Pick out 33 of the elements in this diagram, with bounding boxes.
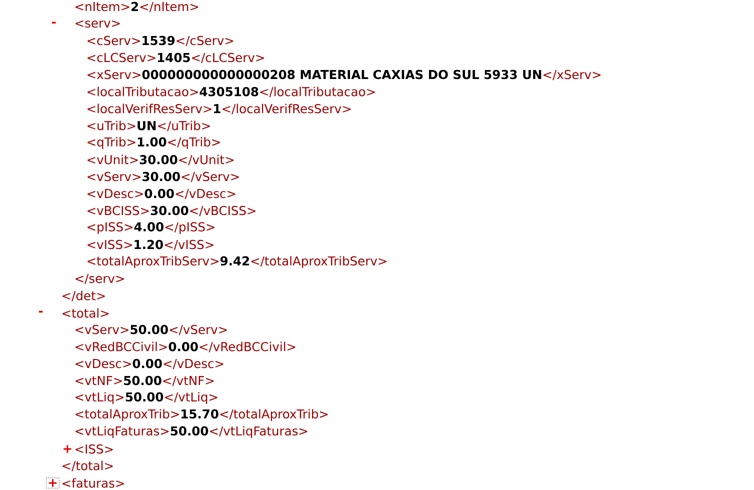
xml-line: <nItem>2</nItem> [76, 2, 198, 12]
xml-line: <ISS> [76, 444, 113, 454]
xml-line: <vDesc>0.00</vDesc> [88, 188, 236, 200]
xml-line: <vISS>1.20</vISS> [88, 240, 214, 250]
xml-line: <totalAproxTrib>15.70</totalAproxTrib> [76, 409, 328, 421]
xml-line: <vRedBCCivil>0.00</vRedBCCivil> [76, 342, 296, 352]
xml-line: <total> [62, 308, 109, 318]
xml-line: <serv> [76, 20, 120, 28]
xml-line: <vtLiqFaturas>50.00</vtLiqFaturas> [76, 426, 308, 438]
tree-toggle: - [38, 310, 43, 313]
xml-line: <pISS>4.00</pISS> [88, 222, 214, 234]
xml-line: <qTrib>1.00</qTrib> [88, 137, 220, 149]
xml-line: <localTributacao>4305108</localTributacao> [88, 86, 375, 98]
xml-line: <vServ>50.00</vServ> [76, 324, 227, 336]
xml-line: <vUnit>30.00</vUnit> [88, 154, 234, 166]
tree-toggle: + [64, 445, 72, 453]
xml-line: <xServ>000000000000000208 MATERIAL CAXIAS DO SUL 5933 UN</xServ> [88, 70, 601, 80]
xml-line: <totalAproxTribServ>9.42</totalAproxTribServ> [88, 256, 386, 268]
xml-line: <cServ>1539</cServ> [88, 36, 234, 46]
xml-line: </serv> [76, 274, 124, 284]
xml-line: <uTrib>UN</uTrib> [88, 120, 210, 132]
xml-line: <vDesc>0.00</vDesc> [76, 358, 224, 370]
xml-line: <vBCISS>30.00</vBCISS> [88, 206, 256, 216]
tree-toggle: - [52, 22, 56, 24]
xml-line: <faturas> [62, 478, 124, 488]
xml-line: <localVerifResServ>1</localVerifResServ> [88, 104, 351, 114]
xml-line: <vtNF>50.00</vtNF> [76, 376, 214, 386]
xml-line: <vServ>30.00</vServ> [88, 172, 239, 182]
tree-toggle: + [46, 478, 60, 488]
xml-line: </total> [62, 460, 113, 472]
xml-line: <vtLiq>50.00</vtLiq> [76, 392, 218, 404]
xml-line: <cLCServ>1405</cLCServ> [88, 52, 264, 64]
xml-line: </det> [62, 290, 105, 302]
